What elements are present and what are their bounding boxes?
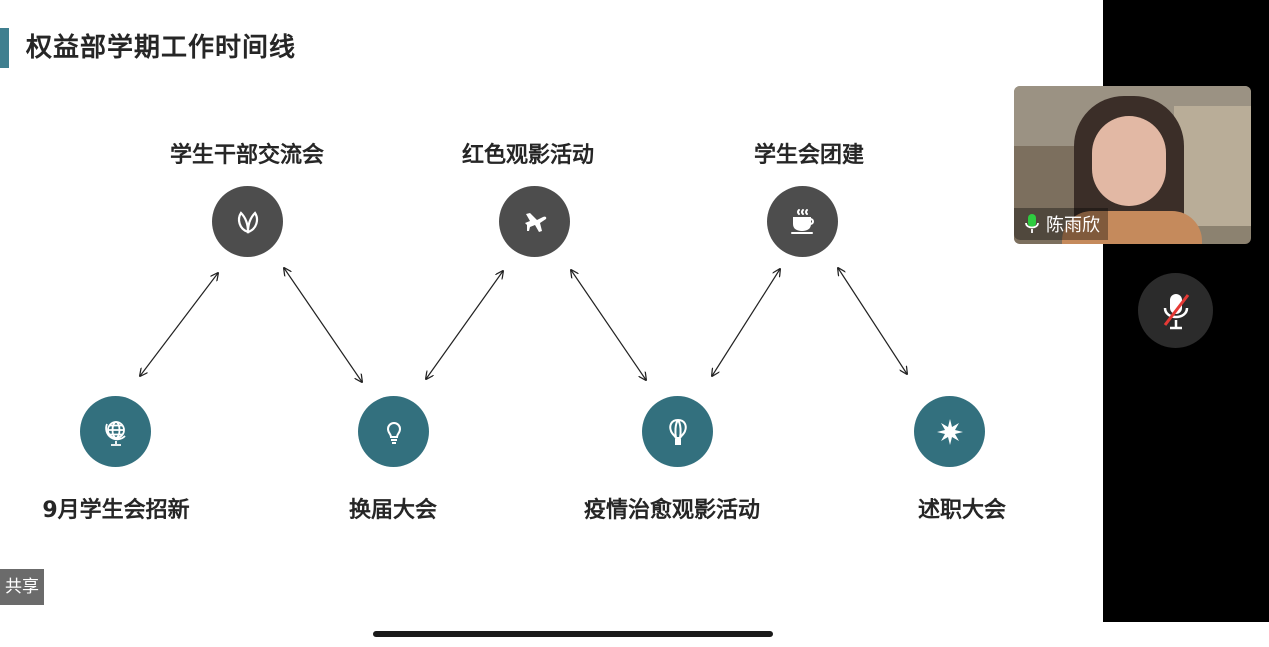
- presentation-slide: 权益部学期工作时间线 学生干部交流会 红色观影活动 学生会团建: [0, 0, 1103, 647]
- leaf-icon: [237, 210, 258, 234]
- connector-6: [838, 268, 907, 374]
- home-indicator-bar[interactable]: [373, 631, 773, 637]
- connector-3: [426, 271, 503, 379]
- participant-video[interactable]: [1014, 86, 1251, 244]
- top-node-label-2: 红色观影活动: [461, 143, 595, 168]
- slide-title: 权益部学期工作时间线: [26, 33, 297, 63]
- globe-icon: [104, 420, 126, 446]
- timeline-node-red-film: [499, 186, 570, 257]
- timeline-node-recruitment: [80, 396, 151, 467]
- coffee-cup-icon: [790, 208, 814, 234]
- timeline-node-election: [358, 396, 429, 467]
- connector-5: [712, 269, 780, 376]
- bottom-node-label-3: 疫情治愈观影活动: [583, 498, 761, 523]
- participant-name: 陈雨欣: [1046, 215, 1100, 236]
- lightbulb-icon: [386, 421, 401, 444]
- bottom-node-label-2: 换届大会: [348, 498, 438, 523]
- mute-toggle-button[interactable]: [1138, 273, 1213, 348]
- sun-icon: [936, 418, 963, 445]
- hot-air-balloon-icon: [668, 418, 687, 445]
- bottom-node-label-4: 述职大会: [917, 498, 1007, 523]
- timeline-node-team-building: [767, 186, 838, 257]
- title-accent-bar: [0, 28, 9, 68]
- timeline-connectors: [0, 0, 1103, 647]
- timeline-node-healing-film: [642, 396, 713, 467]
- top-node-label-3: 学生会团建: [753, 143, 865, 168]
- timeline-node-exchange: [212, 186, 283, 257]
- connector-4: [571, 270, 646, 380]
- top-node-label-1: 学生干部交流会: [169, 143, 325, 168]
- participant-name-tag: 陈雨欣: [1014, 208, 1108, 240]
- share-indicator[interactable]: 共享: [0, 569, 44, 605]
- bottom-node-label-1: 9月学生会招新: [42, 498, 190, 523]
- microphone-muted-icon: [1163, 293, 1189, 329]
- connector-1: [140, 273, 218, 376]
- connector-2: [284, 268, 362, 382]
- airplane-icon: [524, 212, 546, 232]
- timeline-node-report: [914, 396, 985, 467]
- microphone-active-icon: [1025, 214, 1039, 233]
